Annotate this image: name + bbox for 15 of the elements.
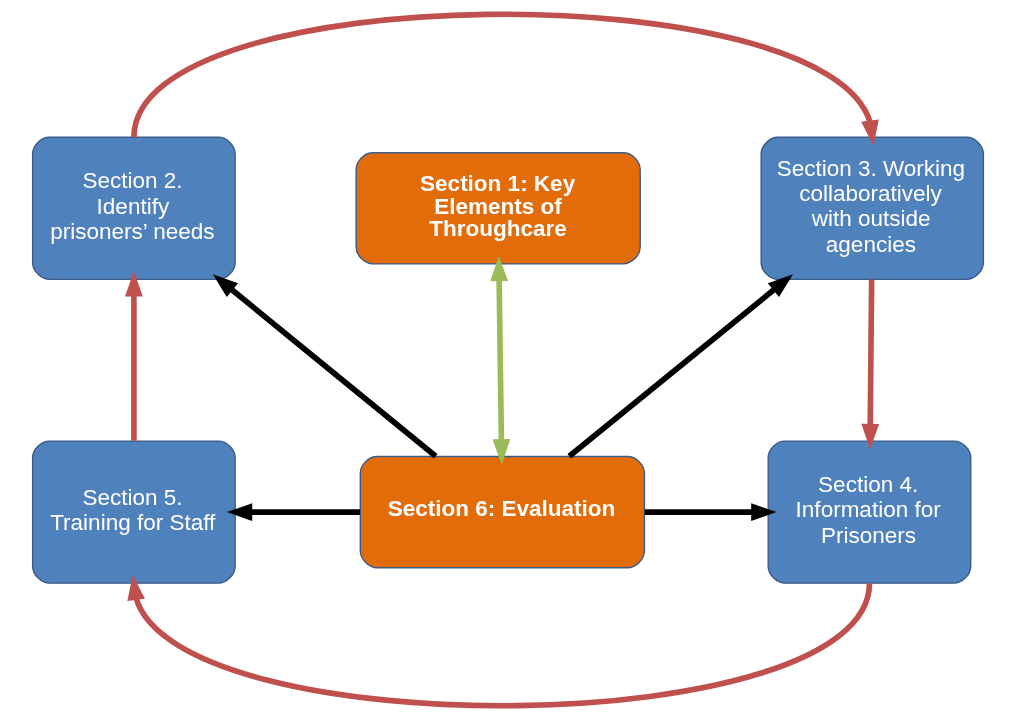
arrow	[212, 274, 438, 459]
node-box: Section 6: Evaluation	[359, 455, 646, 569]
arrow	[127, 574, 873, 709]
node-box: Section 2. Identify prisoners’ needs	[31, 136, 236, 281]
arrow	[861, 279, 880, 450]
arrow	[226, 503, 360, 521]
node-box: Section 4. Information for Prisoners	[767, 440, 972, 584]
arrow	[490, 255, 511, 465]
arrow	[125, 271, 143, 441]
node-box: Section 1: Key Elements of Throughcare	[355, 152, 641, 265]
node-box: Section 3. Working collaboratively with outside agencies	[760, 136, 985, 281]
node-box: Section 5. Training for Staff	[31, 440, 236, 584]
arrow	[567, 274, 794, 459]
arrow	[644, 503, 777, 521]
arrow	[131, 11, 879, 146]
